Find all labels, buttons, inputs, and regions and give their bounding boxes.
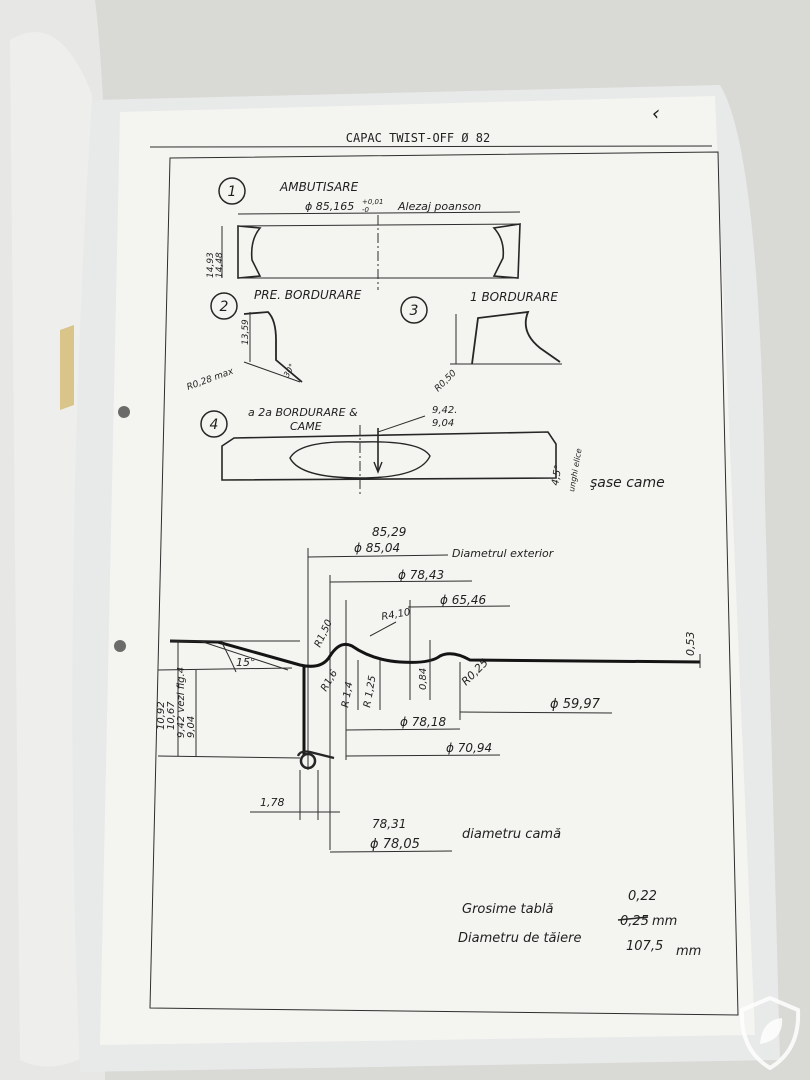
radius-410: R4,10	[381, 607, 412, 623]
step-dimension: ϕ 85,165	[305, 200, 354, 213]
strike-line	[617, 916, 649, 921]
cup-wall-right	[492, 223, 521, 279]
drawing-frame	[149, 151, 739, 1016]
step-number-circle	[200, 410, 228, 438]
step-number: 1	[228, 184, 237, 200]
dia-7843: ϕ 78,43	[398, 568, 444, 582]
height-1067: 10,67	[166, 701, 177, 730]
dim-line	[307, 554, 449, 558]
step-name-line-2: CAME	[290, 420, 322, 433]
cam-dia-upper: 78,31	[372, 817, 406, 831]
lid-profile	[169, 639, 701, 668]
dia-6546: ϕ 65,46	[440, 593, 486, 607]
cam-count-note: şase came	[590, 475, 665, 491]
profile-curve	[471, 310, 561, 365]
thickness-new: 0,22	[628, 889, 657, 904]
cam-profile	[221, 431, 557, 481]
step-number-circle	[400, 296, 428, 324]
thickness-label: Grosime tablă	[462, 902, 553, 917]
helix-angle: 4,5°	[550, 464, 564, 486]
step-number-circle	[218, 177, 246, 205]
step-tolerance: +0,01	[362, 198, 383, 206]
step-note: Alezaj poanson	[397, 200, 481, 213]
ext-dia-label: Diametrul exterior	[452, 547, 555, 560]
dimension-line	[237, 211, 521, 215]
cut-unit: mm	[676, 944, 701, 959]
dim-line	[329, 580, 473, 583]
leader-line	[369, 621, 397, 637]
step-name: AMBUTISARE	[279, 180, 359, 194]
step-name: PRE. BORDURARE	[254, 288, 362, 302]
step-number: 2	[220, 299, 229, 315]
dim-line	[345, 728, 461, 731]
ext-dia-lower: ϕ 85,04	[354, 541, 400, 555]
punch-hole	[118, 406, 130, 418]
dia-5997: ϕ 59,97	[550, 697, 601, 712]
paper-sheet	[100, 96, 755, 1045]
value-178: 1,78	[260, 796, 285, 809]
ref-line	[157, 755, 301, 759]
value-084: 0,84	[418, 668, 429, 690]
binder-tab	[60, 325, 74, 410]
ref-line	[157, 667, 293, 671]
height-942: 9,42 vezi fig.4	[176, 667, 187, 738]
step-name: 1 BORDURARE	[470, 290, 558, 304]
thickness-old: 0,25	[620, 914, 649, 929]
lid-curl	[296, 750, 335, 760]
dim-lower: 9,04	[432, 418, 454, 429]
leader-line	[377, 415, 426, 433]
dim-upper: 9,42.	[432, 405, 457, 416]
shield-leaf-icon	[739, 995, 801, 1071]
thickness-unit: mm	[652, 914, 677, 929]
cam-dia-lower: ϕ 78,05	[370, 837, 420, 852]
step-4-bordurare-came: 4 a 2a BORDURARE & CAME 9,42. 9,04 4,5° …	[200, 405, 665, 495]
cut-value: 107,5	[626, 939, 663, 954]
corner-mark: ‹	[652, 101, 660, 125]
cam-ellipse	[289, 441, 431, 479]
step-number: 4	[210, 417, 219, 433]
dia-7818: ϕ 78,18	[400, 715, 446, 729]
angle-15: 15°	[236, 656, 256, 669]
height-904: 9,04	[186, 716, 197, 738]
dia-7094: ϕ 70,94	[446, 741, 492, 755]
cam-dia-label: diametru camă	[462, 827, 561, 842]
cup-wall-left	[237, 225, 262, 279]
ext-dia-upper: 85,29	[372, 525, 406, 539]
dim-line	[459, 711, 613, 714]
header-rule	[149, 145, 713, 148]
dim-line	[329, 850, 453, 853]
cut-label: Diametru de tăiere	[458, 931, 581, 946]
radius-14: R 1,4	[340, 681, 355, 709]
step-name-line-1: a 2a BORDURARE &	[248, 406, 358, 419]
base-line	[243, 361, 301, 383]
punch-hole	[114, 640, 126, 652]
step-number: 3	[410, 303, 419, 319]
sheet-title: CAPAC TWIST-OFF Ø 82	[346, 131, 491, 145]
footer-notes: 0,22 Grosime tablă 0,25 mm Diametru de t…	[458, 889, 701, 959]
dim-line	[345, 754, 501, 757]
height-dim-1: 14,93	[206, 252, 216, 278]
height-dim: 13,59	[241, 319, 251, 345]
profile-curve	[243, 311, 303, 383]
dim-line	[407, 605, 511, 608]
angle-leg	[199, 640, 289, 671]
curl-circle	[299, 752, 317, 770]
thickness-053: 0,53	[684, 632, 697, 657]
arrow-head	[373, 461, 383, 474]
step-1-ambutisare: 1 AMBUTISARE ϕ 85,165 +0,01 -0 Alezaj po…	[206, 177, 521, 290]
step-tolerance-lower: -0	[362, 206, 370, 214]
angle-arc	[221, 642, 237, 673]
height-dim-2: 14,48	[215, 252, 225, 278]
height-1092: 10,92	[156, 701, 167, 730]
step-number-circle	[210, 292, 238, 320]
cup-top	[237, 223, 521, 227]
